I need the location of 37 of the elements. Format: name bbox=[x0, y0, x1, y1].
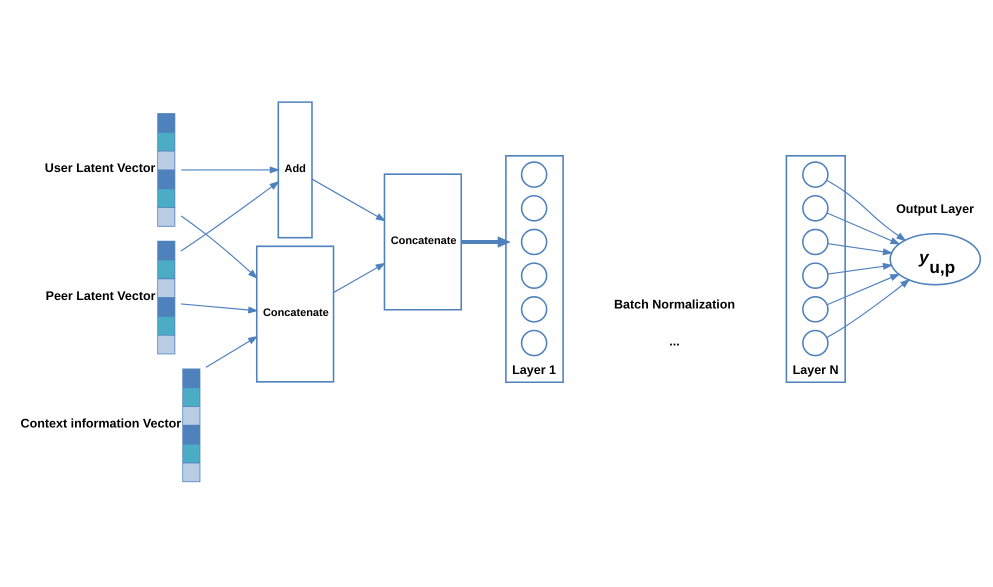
node-circle bbox=[802, 330, 829, 356]
arrow bbox=[828, 243, 894, 256]
arrow bbox=[312, 178, 386, 222]
label: Batch Normalization bbox=[614, 297, 736, 312]
node-circle bbox=[802, 262, 829, 289]
node-label: Peer Latent Vector bbox=[46, 288, 156, 303]
node-box: Add bbox=[278, 101, 313, 238]
node-circle bbox=[802, 228, 829, 256]
arrow bbox=[206, 336, 258, 368]
arrow bbox=[180, 215, 258, 279]
node-circle bbox=[520, 262, 548, 289]
arrow bbox=[828, 262, 894, 275]
arrow bbox=[180, 303, 258, 314]
node-circle bbox=[802, 194, 829, 222]
node-circle bbox=[520, 330, 548, 356]
arrow bbox=[826, 180, 907, 242]
arrow bbox=[333, 262, 386, 293]
node-box: Concatenate bbox=[384, 173, 462, 311]
cluster: Layer N bbox=[786, 155, 846, 384]
node-label: Context information Vector bbox=[20, 416, 182, 431]
node-circle bbox=[802, 161, 829, 188]
cluster: Layer 1 bbox=[505, 155, 564, 384]
node-box: Concatenate bbox=[256, 246, 334, 383]
label: Output Layer bbox=[896, 202, 974, 216]
node-circle bbox=[802, 296, 829, 323]
node-circle bbox=[520, 194, 548, 222]
label: ... bbox=[669, 334, 680, 348]
arrow bbox=[826, 212, 901, 245]
node-circle bbox=[520, 228, 548, 256]
arrow bbox=[461, 236, 511, 248]
node-circle bbox=[520, 161, 548, 188]
arrow bbox=[180, 180, 280, 252]
node-label: User Latent Vector bbox=[44, 161, 156, 176]
arrow bbox=[826, 278, 910, 338]
arrow bbox=[181, 166, 280, 174]
node-circle bbox=[520, 296, 548, 323]
arrow bbox=[826, 274, 900, 306]
